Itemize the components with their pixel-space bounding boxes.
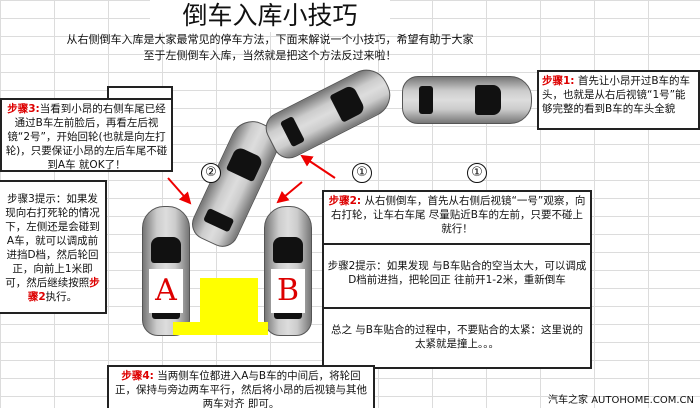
step2-tip-box: 步骤2提示：如果发现 与B车贴合的空当太大，可以调成D档前进挡，把轮回正 往前开… — [322, 243, 592, 309]
page-title: 倒车入库小技巧 — [150, 0, 390, 32]
step4-box: 步骤4: 当两侧车位都进入A与B车的中间后，将轮回正，保持与旁边两车平行，然后将… — [107, 365, 375, 408]
step1-label: 步骤1: — [542, 75, 575, 87]
arrow-to-b — [276, 181, 303, 204]
step2-label: 步骤2: — [328, 195, 362, 207]
arrow-to-a — [167, 177, 192, 205]
car-b-label: B — [271, 269, 305, 313]
step1-box: 步骤1: 首先让小昂开过B车的车头，也就是从右后视镜“1号”能够完整的看到B车的… — [537, 70, 700, 130]
step3-tip-text: 步骤3提示：如果发现向右打死轮的情况下，左侧还是会碰到A车，就可以调成前进挡D档… — [5, 193, 100, 289]
intro-line-2: 至于左侧倒车入库，当然就是把这个方法反过来啦！ — [143, 49, 397, 62]
car-a-label: A — [149, 269, 183, 313]
step3-tab — [107, 86, 173, 100]
step4-text: 当两侧车位都进入A与B车的中间后，将轮回正，保持与旁边两车平行，然后将小昂的后视… — [115, 370, 367, 408]
step3-label: 步骤3: — [7, 103, 40, 115]
marker-2: ② — [201, 163, 221, 183]
summary-box: 总之 与B车贴合的过程中，不要贴合的太紧：这里说的太紧就是撞上。。。 — [322, 307, 592, 369]
watermark: 汽车之家 AUTOHOME.COM.CN — [548, 395, 694, 406]
step1-text: 首先让小昂开过B车的车头，也就是从右后视镜“1号”能够完整的看到B车的车头全貌 — [542, 75, 691, 115]
car-b: B — [264, 206, 312, 336]
step3-tip-box: 步骤3提示：如果发现向右打死轮的情况下，左侧还是会碰到A车，就可以调成前进挡D档… — [0, 180, 107, 314]
arrow-to-car — [300, 154, 336, 179]
marker-1a: ① — [352, 163, 372, 183]
step3-tip-tail: 执行。 — [45, 291, 78, 303]
intro-line-1: 从右侧倒车入库是大家最常见的停车方法，下面来解说一个小技巧，希望有助于大家 — [66, 33, 474, 46]
step3-text: 当看到小昂的右侧车尾已经通过B车左前脸后，再看左后视镜“2号”，开始回轮(也就是… — [5, 103, 168, 171]
car-a: A — [142, 206, 190, 336]
step2-tip-text: 步骤2提示：如果发现 与B车贴合的空当太大，可以调成D档前进挡，把轮回正 往前开… — [327, 260, 587, 286]
summary-text: 总之 与B车贴合的过程中，不要贴合的太紧：这里说的太紧就是撞上。。。 — [330, 324, 584, 350]
marker-1b: ① — [467, 163, 487, 183]
parking-spot-marker — [200, 278, 258, 328]
step2-text: 从右侧倒车，首先从右侧后视镜“一号”观察，向右打轮，让车右车尾 尽量贴近B车的左… — [330, 195, 586, 235]
parking-spot-base — [173, 322, 268, 335]
step4-label: 步骤4: — [121, 370, 154, 382]
step3-tip-ref: 步骤2 — [27, 277, 100, 303]
step2-box: 步骤2: 从右侧倒车，首先从右侧后视镜“一号”观察，向右打轮，让车右车尾 尽量贴… — [322, 190, 592, 245]
step3-box: 步骤3:当看到小昂的右侧车尾已经通过B车左前脸后，再看左后视镜“2号”，开始回轮… — [0, 98, 173, 172]
